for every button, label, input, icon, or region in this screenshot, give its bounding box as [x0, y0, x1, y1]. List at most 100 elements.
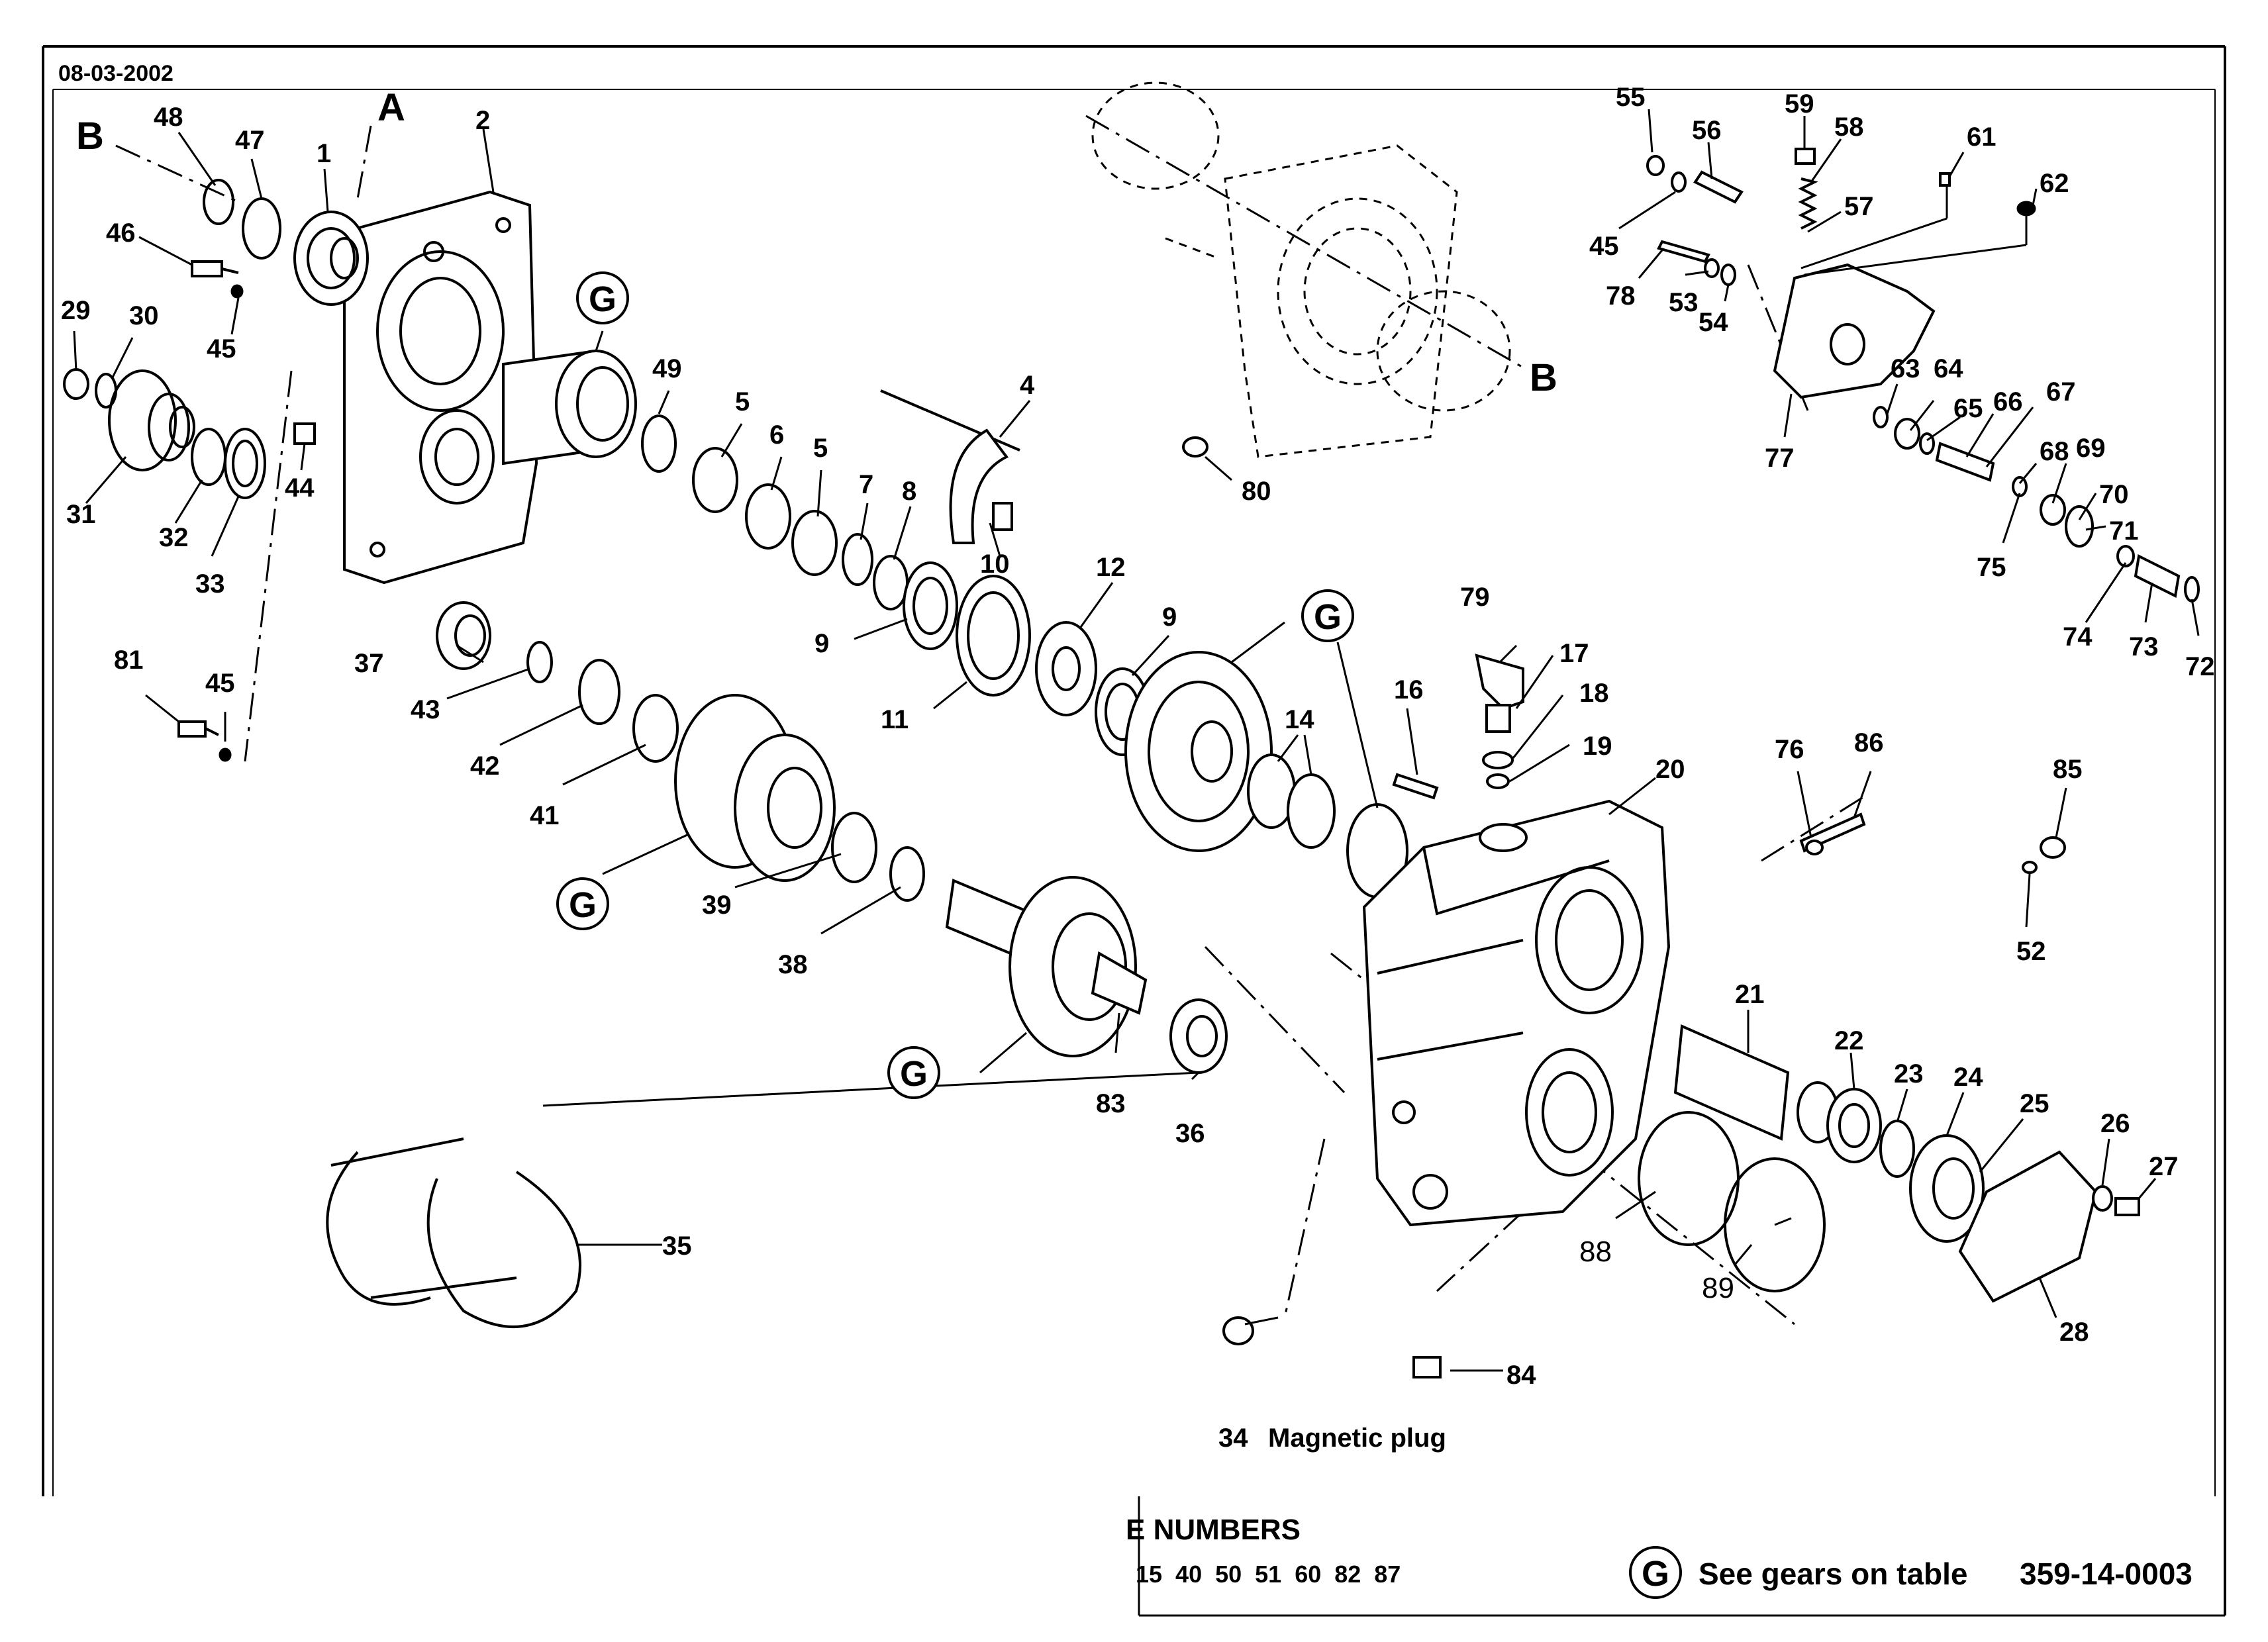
ring-23 — [1879, 1120, 1915, 1178]
needle-bearing-14b — [1287, 773, 1336, 849]
callout-73: 73 — [2129, 632, 2159, 661]
callout-11: 11 — [881, 705, 909, 734]
callout-89: 89 — [1702, 1272, 1734, 1304]
circlip-48 — [203, 179, 234, 225]
footer-gear-marker — [1629, 1546, 1682, 1599]
callout-18: 18 — [1579, 679, 1609, 708]
callout-33: 33 — [195, 569, 225, 599]
callout-72: 72 — [2185, 652, 2215, 681]
ring-19 — [1486, 773, 1510, 789]
shift-fork-4 — [880, 389, 1020, 544]
callout-74: 74 — [2063, 622, 2093, 652]
breather-80 — [1182, 436, 1208, 458]
callout-81: 81 — [114, 646, 144, 675]
nut-29 — [63, 368, 89, 400]
callout-5-a: 5 — [735, 387, 750, 416]
callout-77: 77 — [1765, 444, 1795, 473]
plug-44 — [293, 422, 316, 445]
callout-10: 10 — [980, 550, 1010, 579]
pin-78 — [1657, 240, 1710, 264]
callout-83: 83 — [1096, 1089, 1126, 1118]
callout-9-b: 9 — [1162, 603, 1177, 632]
circlip-49 — [641, 414, 677, 473]
leader-lines — [73, 109, 2200, 1372]
cover-28 — [1958, 1150, 2098, 1303]
seal-33 — [224, 428, 266, 499]
callout-6: 6 — [769, 420, 784, 450]
callout-17: 17 — [1559, 639, 1589, 668]
callout-52: 52 — [2016, 937, 2046, 966]
pin-16 — [1392, 773, 1439, 800]
bearing-22 — [1826, 1088, 1882, 1163]
large-gear-right — [1124, 651, 1273, 852]
magnetic-plug-text: Magnetic plug — [1268, 1424, 1446, 1453]
plug-84 — [1412, 1356, 1442, 1378]
double-gear-g-lower — [674, 694, 836, 882]
callout-53: 53 — [1669, 288, 1699, 317]
washer-45-top — [1671, 171, 1687, 193]
callout-8: 8 — [902, 477, 916, 506]
nut-53 — [1704, 258, 1720, 278]
ring-8 — [873, 555, 909, 610]
callout-14: 14 — [1285, 705, 1314, 734]
callout-56: 56 — [1692, 116, 1722, 145]
callout-45-a: 45 — [207, 334, 236, 363]
shaft-gear-83 — [945, 876, 1148, 1057]
callout-42: 42 — [470, 751, 500, 781]
bearing-36 — [1169, 998, 1228, 1074]
section-marker-a: A — [377, 86, 405, 129]
callout-44: 44 — [285, 473, 315, 503]
bolt-81 — [177, 720, 232, 762]
bearing-22-inner — [1838, 1103, 1870, 1148]
callout-24: 24 — [1953, 1063, 1983, 1092]
callout-26: 26 — [2100, 1109, 2130, 1138]
footer-gear-marker-letter: G — [1642, 1554, 1669, 1594]
circlip-43 — [526, 641, 553, 683]
washer-54 — [1720, 264, 1736, 286]
gear-shaft-top — [502, 349, 637, 465]
svg-text:G: G — [589, 279, 616, 319]
sync-ring-9a — [903, 561, 958, 650]
ring-7 — [842, 533, 873, 586]
callout-22: 22 — [1834, 1026, 1864, 1055]
bolt-27 — [2114, 1197, 2140, 1216]
callout-39: 39 — [702, 891, 732, 920]
needle-bearing-5b — [791, 510, 838, 576]
fitting-76-86 — [1799, 812, 1866, 855]
screw-61 — [1939, 172, 1951, 187]
callout-49: 49 — [652, 354, 682, 383]
valve-spool-row — [1873, 406, 2200, 603]
footer-title: E NUMBERS — [1126, 1514, 1301, 1546]
bearing-36-inner — [1186, 1015, 1218, 1057]
callout-78: 78 — [1606, 281, 1636, 311]
footer-numbers: 15 40 50 51 60 82 87 — [1136, 1561, 1401, 1588]
shaft-21 — [1673, 1024, 1839, 1143]
front-housing-2 — [343, 190, 538, 585]
hub-12-inner — [1052, 646, 1081, 691]
callout-7: 7 — [859, 470, 873, 499]
callout-12: 12 — [1096, 553, 1126, 582]
svg-text:G: G — [1314, 597, 1342, 637]
sliding-sleeve-11-inner — [967, 591, 1020, 680]
callout-labels: 48 47 1 2 46 45 29 30 31 32 33 44 81 45 … — [61, 83, 2215, 1390]
callout-69: 69 — [2076, 434, 2106, 463]
bearing-37 — [436, 601, 491, 670]
callout-1: 1 — [317, 139, 331, 168]
callout-46: 46 — [106, 218, 136, 248]
pin-56 — [1693, 170, 1744, 204]
callout-63: 63 — [1891, 354, 1920, 383]
magnetic-plug-label: 34 Magnetic plug — [1218, 1424, 1446, 1453]
callout-31: 31 — [66, 500, 96, 529]
callout-68: 68 — [2040, 437, 2069, 466]
callout-65: 65 — [1953, 394, 1983, 423]
callout-88: 88 — [1579, 1235, 1612, 1268]
callout-71: 71 — [2109, 516, 2139, 546]
hub-12 — [1035, 621, 1097, 716]
callout-76: 76 — [1775, 735, 1804, 764]
callout-36: 36 — [1175, 1119, 1205, 1148]
callout-80: 80 — [1242, 477, 1271, 506]
footer: E NUMBERS 15 40 50 51 60 82 87 G See gea… — [1126, 1514, 2193, 1599]
flange-31 — [108, 369, 195, 471]
seal-33-inner — [232, 440, 258, 487]
